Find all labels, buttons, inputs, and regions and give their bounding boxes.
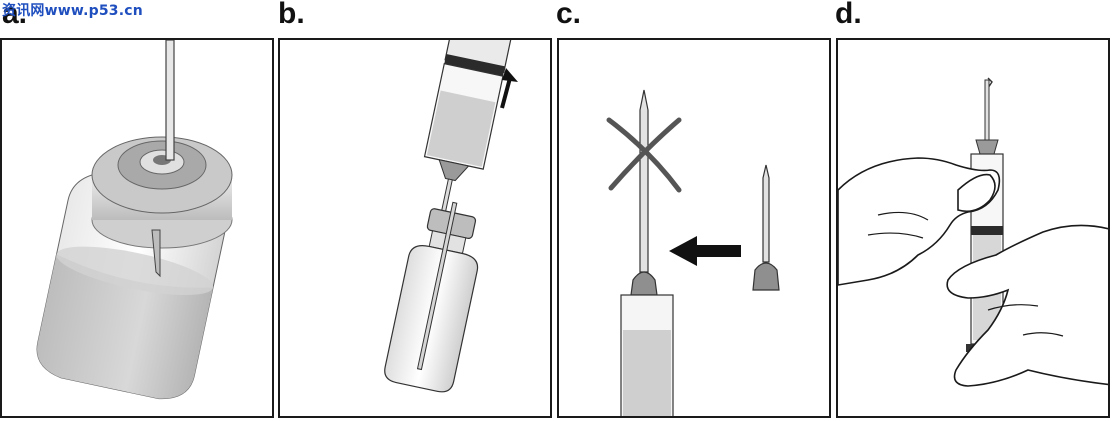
needle-change-illustration [606,89,780,416]
panel-b-label: b. [278,0,305,30]
panel-c [557,38,831,418]
tapping-hand [838,157,1001,286]
needle [151,40,175,278]
panel-d-label: d. [835,0,862,30]
holding-hand [946,224,1108,387]
drawn-liquid [426,90,496,167]
plunger-stopper [971,226,1003,235]
arrow-up-icon [500,68,518,109]
panel-a [0,38,274,418]
panel-b [278,38,552,418]
cross-out-icon [606,117,682,193]
arrow-left-icon [669,236,741,266]
withdraw-illustration [384,40,518,393]
vial-illustration [36,40,233,400]
panel-a-label: a. [2,0,28,30]
panel-d [836,38,1110,418]
rubber-stopper [91,136,233,249]
air-removal-illustration [838,77,1108,387]
syringe [423,40,512,240]
old-needle [630,89,658,296]
watermark-text: 资讯网www.p53.cn [2,3,143,19]
inverted-vial [384,201,479,393]
syringe-barrel [620,294,674,416]
new-needle [752,164,780,291]
plunger-stopper [444,53,506,77]
panel-c-label: c. [556,0,582,30]
